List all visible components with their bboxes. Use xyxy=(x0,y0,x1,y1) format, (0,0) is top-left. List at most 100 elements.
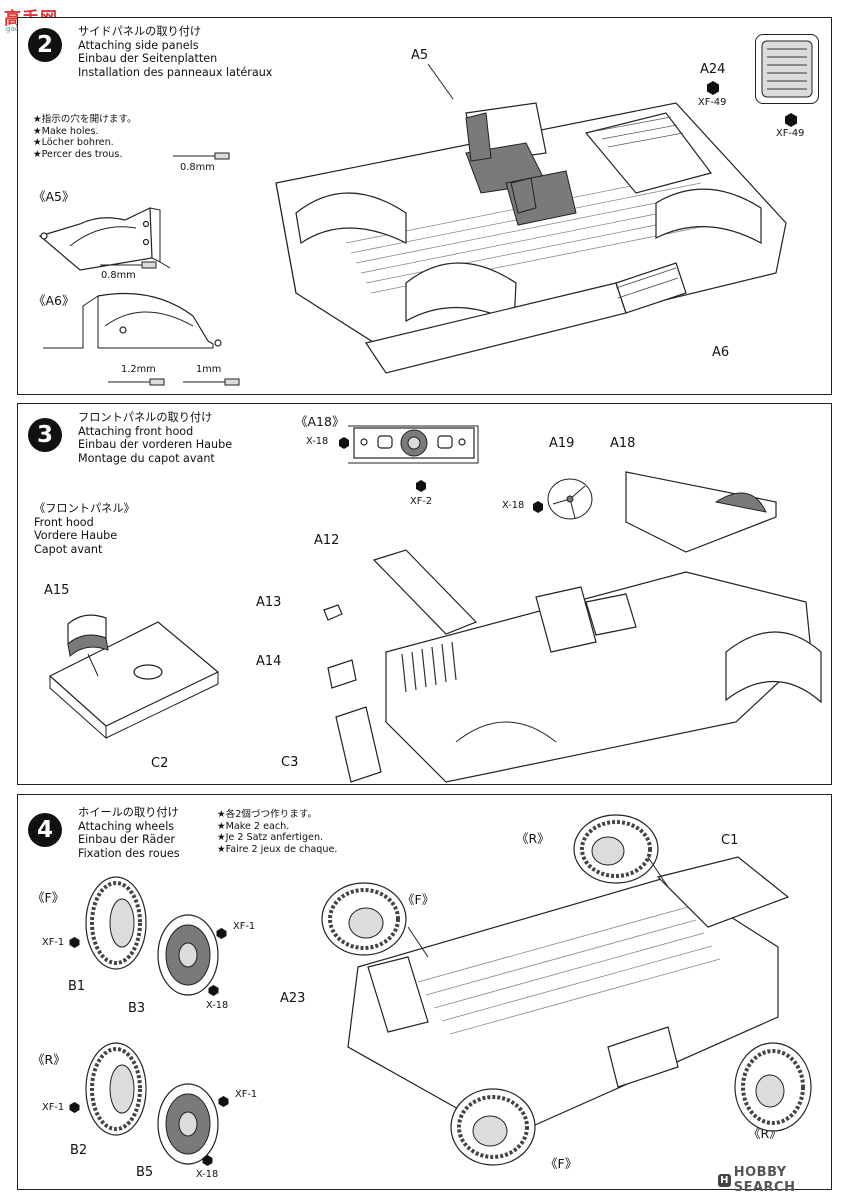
hobby-search-text: HOBBY SEARCH xyxy=(733,1165,796,1195)
paint-hex-icon xyxy=(339,437,349,449)
step-3-title: フロントパネルの取り付け Attaching front hood Einbau… xyxy=(78,411,232,465)
wheel-front-label: 《F》 xyxy=(32,890,65,905)
step-4-title-jp: ホイールの取り付け xyxy=(78,806,179,819)
front-hood-fr: Capot avant xyxy=(34,542,103,556)
front-hood-en: Front hood xyxy=(34,515,94,529)
part-label-a15: A15 xyxy=(44,583,70,598)
rear-wheel-b5-drawing xyxy=(157,1083,219,1165)
part-label-a24: A24 xyxy=(700,62,726,77)
paint-code-xf1: XF-1 xyxy=(42,1102,65,1113)
a18-dashboard-inset xyxy=(348,425,479,464)
step-3-title-jp: フロントパネルの取り付け xyxy=(78,411,213,424)
part-label-a18: A18 xyxy=(610,436,636,451)
step-4-note-jp: ★各2個づつ作ります。 xyxy=(217,809,318,820)
paint-hex-icon xyxy=(69,937,80,948)
step-2-title-fr: Installation des panneaux latéraux xyxy=(78,65,273,79)
step-2-title-de: Einbau der Seitenplatten xyxy=(78,52,218,65)
step-4-note-fr: ★Faire 2 jeux de chaque. xyxy=(217,843,338,855)
wheel-icon xyxy=(573,814,659,884)
seat-grille-icon xyxy=(761,40,813,98)
drill-size-label: 1mm xyxy=(196,364,222,375)
part-label-a14: A14 xyxy=(256,654,282,669)
step-4-panel: 4 ホイールの取り付け Attaching wheels Einbau der … xyxy=(17,794,832,1190)
a18-section-label: 《A18》 xyxy=(295,414,345,429)
step-4-note-de: ★Je 2 Satz anfertigen. xyxy=(217,832,324,844)
step-4-title-de: Einbau der Räder xyxy=(78,833,175,846)
wheel-front-label: 《F》 xyxy=(402,892,435,907)
a6-section-label: 《A6》 xyxy=(33,293,75,308)
part-label-b1: B1 xyxy=(68,979,86,994)
paint-hex-icon xyxy=(533,501,543,513)
wheel-rear-label: 《R》 xyxy=(32,1052,66,1067)
drill-size-label: 0.8mm xyxy=(180,162,215,173)
part-label-a12: A12 xyxy=(314,533,340,548)
step-3-title-en: Attaching front hood xyxy=(78,424,194,438)
step-3-number: 3 xyxy=(28,418,62,452)
paint-code-x18: X-18 xyxy=(196,1169,219,1180)
step-4-note: ★各2個づつ作ります。 ★Make 2 each. ★Je 2 Satz anf… xyxy=(217,809,337,855)
paint-code-xf49: XF-49 xyxy=(698,97,727,108)
wheel-icon xyxy=(321,882,407,956)
part-label-b5: B5 xyxy=(136,1165,154,1180)
step-2-note-jp: ★指示の穴を開けます。 xyxy=(33,114,137,125)
front-hood-jp: 《フロントパネル》 xyxy=(34,502,135,515)
hobby-search-watermark: H HOBBY SEARCH xyxy=(718,1165,851,1195)
hobby-search-logo-icon: H xyxy=(718,1173,731,1187)
step-4-chassis-drawing xyxy=(321,814,812,1166)
wheel-rear-label: 《R》 xyxy=(516,831,550,846)
step-4-title-en: Attaching wheels xyxy=(78,819,175,833)
part-label-a19: A19 xyxy=(549,436,575,451)
paint-hex-icon xyxy=(707,81,719,95)
step-4-note-en: ★Make 2 each. xyxy=(217,820,290,832)
paint-code-xf1: XF-1 xyxy=(233,921,256,932)
wheel-icon xyxy=(734,1042,812,1132)
paint-code-x18: X-18 xyxy=(502,500,525,511)
part-label-c2: C2 xyxy=(151,756,169,771)
drill-size-label: 0.8mm xyxy=(101,270,136,281)
paint-code-xf2: XF-2 xyxy=(410,496,433,507)
step-2-note-de: ★Löcher bohren. xyxy=(33,137,114,149)
paint-hex-icon xyxy=(202,1155,213,1166)
paint-code-xf1: XF-1 xyxy=(42,937,65,948)
step-4-title: ホイールの取り付け Attaching wheels Einbau der Rä… xyxy=(78,806,180,860)
paint-hex-icon xyxy=(416,480,426,492)
step-4-number: 4 xyxy=(28,813,62,847)
a5-section-label: 《A5》 xyxy=(33,189,75,204)
front-wheel-b3-drawing xyxy=(157,914,219,996)
rear-wheel-b2-drawing xyxy=(85,1042,147,1136)
leader-line xyxy=(427,63,454,100)
a6-fender-inset xyxy=(43,292,222,349)
part-label-a6: A6 xyxy=(712,345,730,360)
step-4-title-fr: Fixation des roues xyxy=(78,846,180,860)
step-2-car-body-drawing xyxy=(275,102,787,374)
wheel-front-label: 《F》 xyxy=(545,1156,578,1171)
steering-wheel-drawing xyxy=(547,478,593,520)
part-label-a5: A5 xyxy=(411,48,429,63)
step-3-title-fr: Montage du capot avant xyxy=(78,451,215,465)
front-hood-subtitle: 《フロントパネル》 Front hood Vordere Haube Capot… xyxy=(34,502,135,556)
step-2-note: ★指示の穴を開けます。 ★Make holes. ★Löcher bohren.… xyxy=(33,114,137,160)
front-hood-c2-drawing xyxy=(48,614,220,740)
step-3-car-body-drawing xyxy=(323,471,822,783)
part-label-b3: B3 xyxy=(128,1001,146,1016)
part-label-c1: C1 xyxy=(721,833,739,848)
step-2-title-jp: サイドパネルの取り付け xyxy=(78,25,202,38)
drill-bit-icon xyxy=(100,261,157,269)
paint-hex-icon xyxy=(208,985,219,996)
step-2-title: サイドパネルの取り付け Attaching side panels Einbau… xyxy=(78,25,272,79)
drill-bit-icon xyxy=(173,152,230,160)
part-label-a23: A23 xyxy=(280,991,306,1006)
paint-code-x18: X-18 xyxy=(206,1000,229,1011)
step-3-panel: 3 フロントパネルの取り付け Attaching front hood Einb… xyxy=(17,403,832,785)
step-2-note-en: ★Make holes. xyxy=(33,125,99,137)
step-3-title-de: Einbau der vorderen Haube xyxy=(78,438,233,451)
paint-hex-icon xyxy=(216,928,227,939)
front-hood-de: Vordere Haube xyxy=(34,529,118,542)
step-2-note-fr: ★Percer des trous. xyxy=(33,148,123,160)
paint-code-xf49: XF-49 xyxy=(776,128,805,139)
part-label-a13: A13 xyxy=(256,595,282,610)
paint-code-x18: X-18 xyxy=(306,436,329,447)
drill-bit-icon xyxy=(183,378,240,386)
paint-hex-icon xyxy=(69,1102,80,1113)
step-2-title-en: Attaching side panels xyxy=(78,38,199,52)
